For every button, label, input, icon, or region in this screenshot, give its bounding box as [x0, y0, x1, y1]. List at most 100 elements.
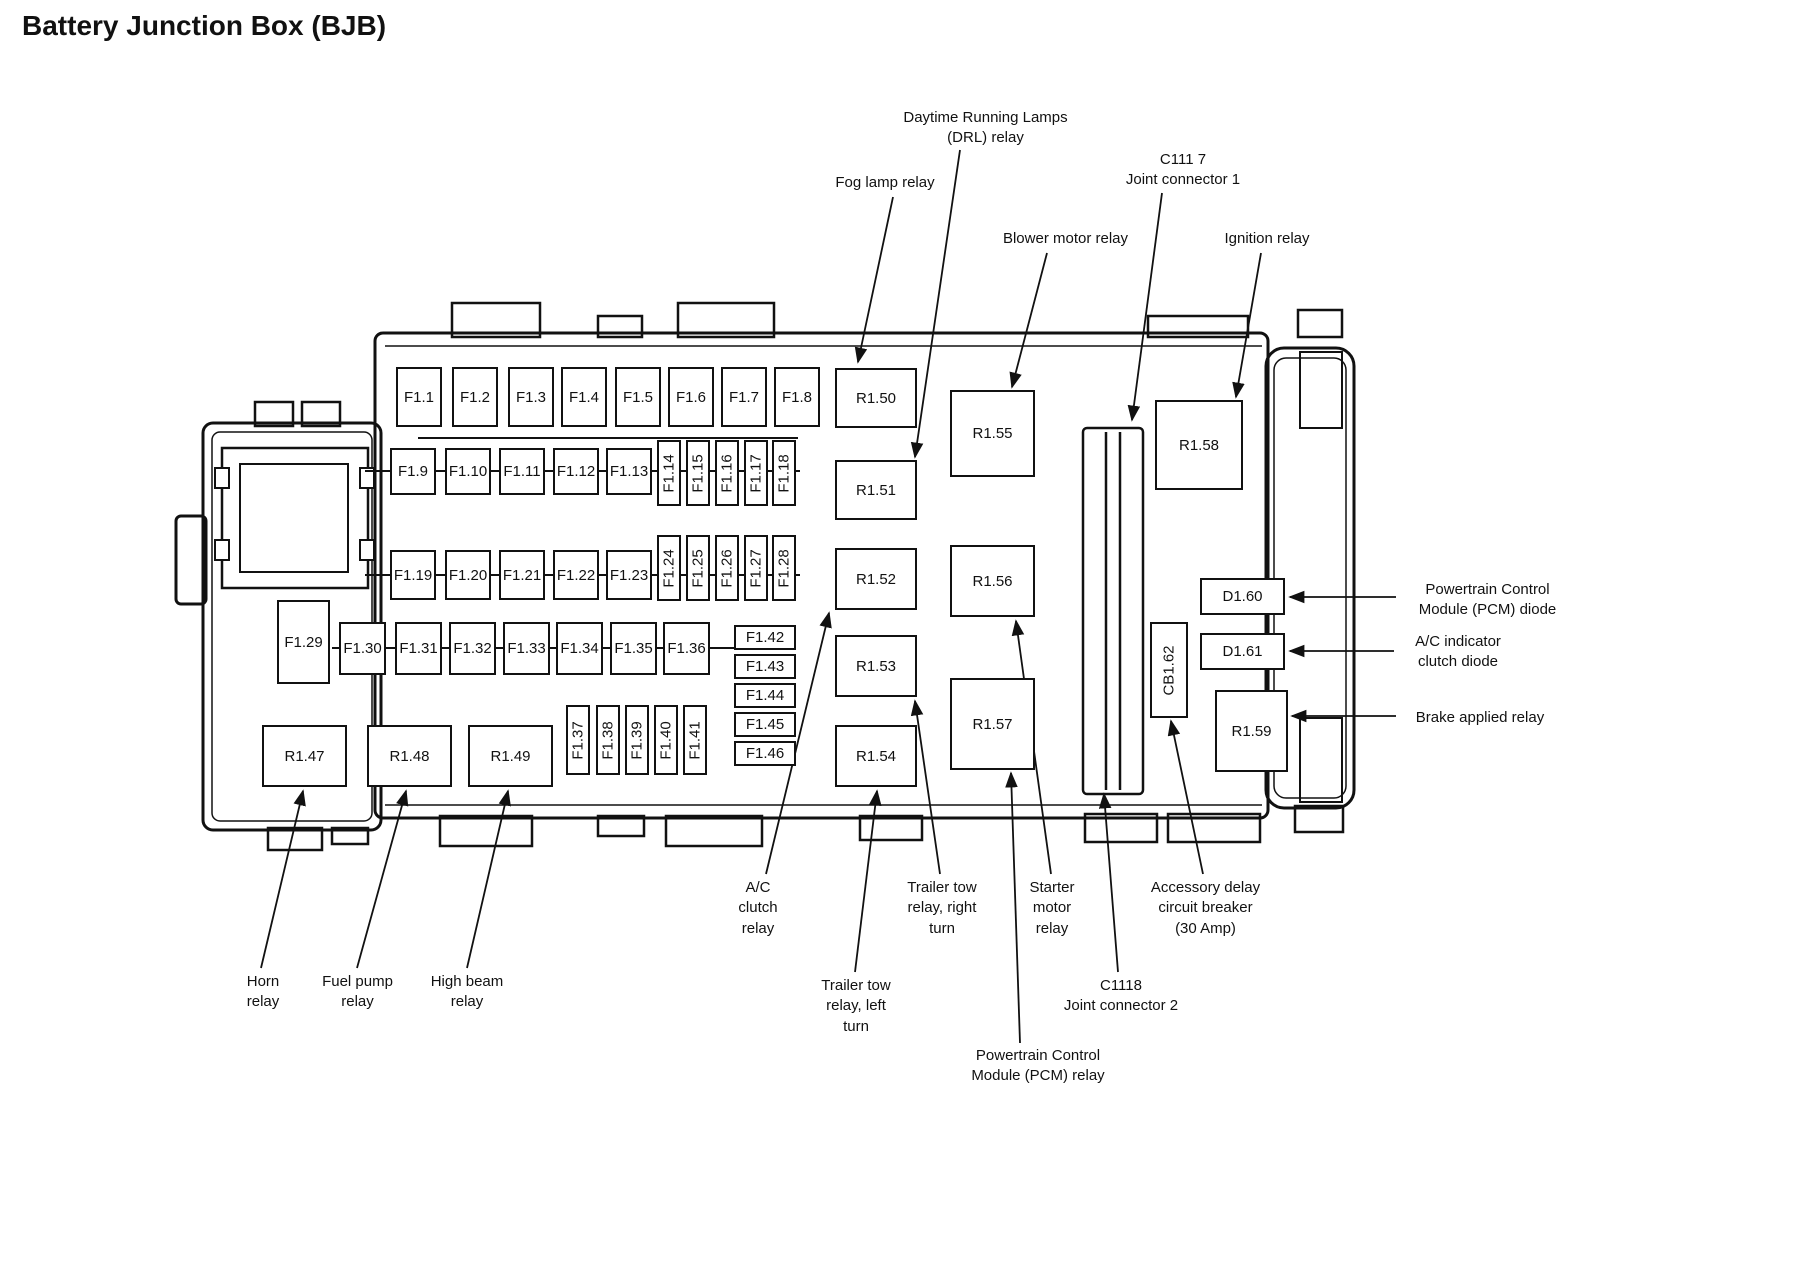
- relay-r1-52: R1.52: [835, 548, 917, 610]
- left-connector-detail: [214, 446, 375, 590]
- fuse-f1-9: F1.9: [390, 448, 436, 495]
- callout-horn-relay: Horn relay: [246, 973, 280, 1011]
- fuse-f1-4: F1.4: [561, 367, 607, 427]
- page-title: Battery Junction Box (BJB): [22, 10, 387, 41]
- fuse-f1-43: F1.43: [734, 654, 796, 679]
- callout-drl-relay: Daytime Running Lamps (DRL) relay: [903, 109, 1068, 147]
- fuse-f1-32: F1.32: [449, 622, 496, 675]
- fuse-f1-41: F1.41: [683, 705, 707, 775]
- relay-r1-53: R1.53: [835, 635, 917, 697]
- callout-c1118: C1118 Joint connector 2: [1063, 977, 1179, 1015]
- relay-r1-50: R1.50: [835, 368, 917, 428]
- fuse-f1-24: F1.24: [657, 535, 681, 601]
- fuse-f1-16: F1.16: [715, 440, 739, 506]
- fuse-f1-39-label: F1.39: [628, 720, 646, 760]
- relay-r1-49: R1.49: [468, 725, 553, 787]
- relay-r1-55: R1.55: [950, 390, 1035, 477]
- fuse-f1-28: F1.28: [772, 535, 796, 601]
- fuse-f1-26-label: F1.26: [718, 548, 736, 588]
- fuse-f1-37: F1.37: [566, 705, 590, 775]
- fuse-f1-23: F1.23: [606, 550, 652, 600]
- fuse-f1-14-label: F1.14: [660, 453, 678, 493]
- fuse-f1-24-label: F1.24: [660, 548, 678, 588]
- fuse-f1-36: F1.36: [663, 622, 710, 675]
- circuit-breaker-cb1-62: CB1.62: [1150, 622, 1188, 718]
- fuse-f1-15-label: F1.15: [689, 453, 707, 493]
- fuse-f1-26: F1.26: [715, 535, 739, 601]
- callout-accessory-delay: Accessory delay circuit breaker (30 Amp): [1150, 879, 1261, 937]
- right-cap-detail: [1299, 351, 1343, 803]
- fuse-f1-30: F1.30: [339, 622, 386, 675]
- callout-pcm-diode: Powertrain Control Module (PCM) diode: [1418, 581, 1557, 619]
- fuse-f1-19: F1.19: [390, 550, 436, 600]
- fuse-f1-14: F1.14: [657, 440, 681, 506]
- fuse-f1-46: F1.46: [734, 741, 796, 766]
- relay-r1-57: R1.57: [950, 678, 1035, 770]
- fuse-f1-38: F1.38: [596, 705, 620, 775]
- callout-brake-relay: Brake applied relay: [1415, 709, 1545, 726]
- fuse-f1-13: F1.13: [606, 448, 652, 495]
- callout-trailer-left: Trailer tow relay, left turn: [821, 977, 891, 1035]
- enclosure-tabs: [253, 301, 1345, 852]
- fuse-f1-16-label: F1.16: [718, 453, 736, 493]
- fuse-f1-18: F1.18: [772, 440, 796, 506]
- callout-ignition-relay: Ignition relay: [1224, 230, 1310, 247]
- enclosure-inner-lines: [211, 345, 1347, 822]
- diode-d1-61: D1.61: [1200, 633, 1285, 670]
- callout-high-beam-relay: High beam relay: [430, 973, 504, 1011]
- relay-r1-48: R1.48: [367, 725, 452, 787]
- callout-pcm-relay: Powertrain Control Module (PCM) relay: [971, 1047, 1105, 1085]
- joint-connector: [1081, 426, 1145, 796]
- fuse-f1-34: F1.34: [556, 622, 603, 675]
- fuse-f1-20: F1.20: [445, 550, 491, 600]
- fuse-f1-28-label: F1.28: [775, 548, 793, 588]
- fuse-f1-7: F1.7: [721, 367, 767, 427]
- fuse-f1-38-label: F1.38: [599, 720, 617, 760]
- fuse-f1-31: F1.31: [395, 622, 442, 675]
- fuse-f1-11: F1.11: [499, 448, 545, 495]
- fuse-f1-12: F1.12: [553, 448, 599, 495]
- fuse-f1-8: F1.8: [774, 367, 820, 427]
- fuse-f1-41-label: F1.41: [686, 720, 704, 760]
- fuse-f1-42: F1.42: [734, 625, 796, 650]
- fuse-f1-35: F1.35: [610, 622, 657, 675]
- fuse-f1-22: F1.22: [553, 550, 599, 600]
- fuse-f1-40-label: F1.40: [657, 720, 675, 760]
- callout-blower-motor: Blower motor relay: [1002, 230, 1129, 247]
- fuse-f1-25-label: F1.25: [689, 548, 707, 588]
- fuse-f1-1: F1.1: [396, 367, 442, 427]
- fuse-f1-25: F1.25: [686, 535, 710, 601]
- relay-r1-59: R1.59: [1215, 690, 1288, 772]
- callout-ac-clutch-diode: A/C indicator clutch diode: [1415, 633, 1501, 671]
- fuse-f1-17: F1.17: [744, 440, 768, 506]
- fuse-f1-27: F1.27: [744, 535, 768, 601]
- callout-trailer-right: Trailer tow relay, right turn: [907, 879, 977, 937]
- fuse-f1-45: F1.45: [734, 712, 796, 737]
- callout-fog-lamp-relay: Fog lamp relay: [835, 174, 935, 191]
- circuit-breaker-cb1-62-label: CB1.62: [1160, 644, 1178, 696]
- relay-r1-54: R1.54: [835, 725, 917, 787]
- fuse-f1-33: F1.33: [503, 622, 550, 675]
- fuse-f1-39: F1.39: [625, 705, 649, 775]
- relay-r1-58: R1.58: [1155, 400, 1243, 490]
- callout-c1117: C111 7 Joint connector 1: [1125, 151, 1241, 189]
- fuse-f1-10: F1.10: [445, 448, 491, 495]
- relay-r1-47: R1.47: [262, 725, 347, 787]
- fuse-f1-27-label: F1.27: [747, 548, 765, 588]
- fuse-f1-17-label: F1.17: [747, 453, 765, 493]
- diode-d1-60: D1.60: [1200, 578, 1285, 615]
- fuse-f1-3: F1.3: [508, 367, 554, 427]
- callout-fuel-pump-relay: Fuel pump relay: [322, 973, 393, 1011]
- callout-starter-relay: Starter motor relay: [1029, 879, 1075, 937]
- relay-r1-51: R1.51: [835, 460, 917, 520]
- fuse-f1-21: F1.21: [499, 550, 545, 600]
- fuse-f1-29: F1.29: [277, 600, 330, 684]
- fuse-f1-18-label: F1.18: [775, 453, 793, 493]
- callout-ac-clutch-relay: A/C clutch relay: [738, 879, 778, 937]
- fuse-f1-6: F1.6: [668, 367, 714, 427]
- fuse-f1-2: F1.2: [452, 367, 498, 427]
- fuse-f1-40: F1.40: [654, 705, 678, 775]
- fuse-f1-15: F1.15: [686, 440, 710, 506]
